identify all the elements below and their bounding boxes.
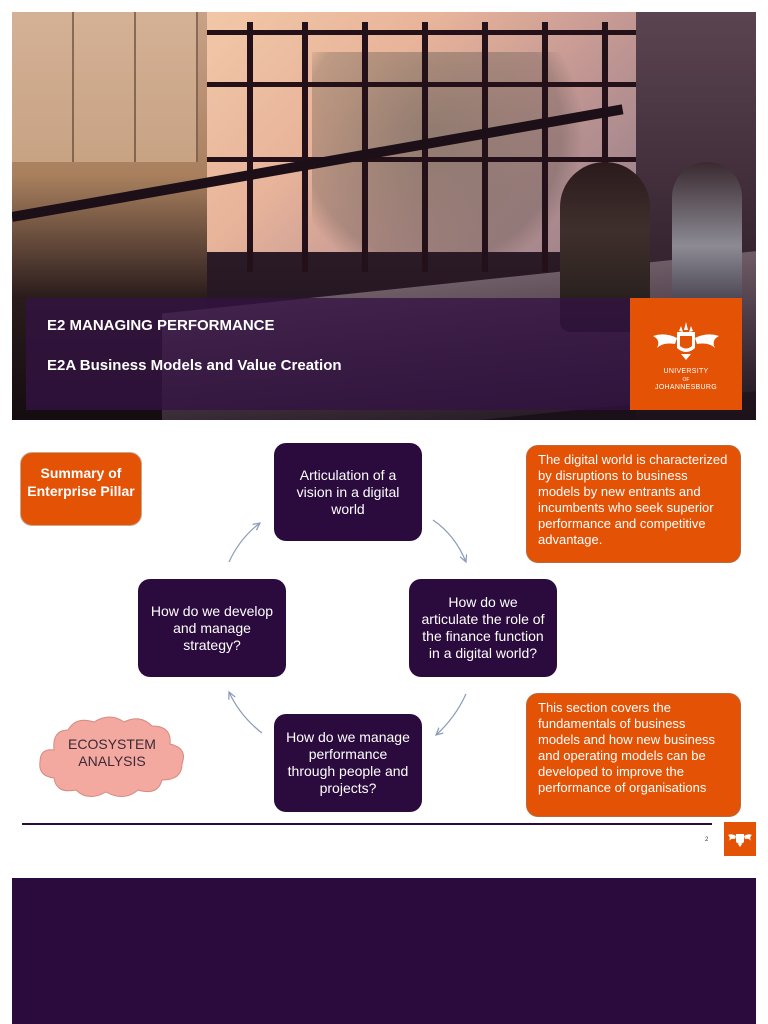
window-frame-bar	[602, 22, 608, 272]
cycle-node-finance-function: How do we articulate the role of the fin…	[409, 579, 557, 677]
wall-panel	[136, 12, 198, 162]
logo-line-of: OF	[682, 377, 690, 383]
window-frame-bar	[362, 22, 368, 272]
title-overlay	[26, 298, 630, 410]
page-number: 2	[705, 837, 709, 843]
module-title: E2 MANAGING PERFORMANCE	[47, 317, 275, 334]
arrow-bottom-to-left	[229, 692, 263, 734]
arrow-left-to-top	[228, 523, 260, 563]
wall-panel	[12, 12, 74, 162]
cycle-node-strategy: How do we develop and manage strategy?	[138, 579, 286, 677]
logo-line-johannesburg: JOHANNESBURG	[655, 384, 717, 391]
wall-panel	[74, 12, 136, 162]
emblem-icon	[728, 834, 752, 847]
ecosystem-cloud-shape	[39, 716, 184, 797]
emblem-icon	[653, 322, 719, 360]
arrow-right-to-bottom	[436, 693, 467, 735]
digital-world-note: The digital world is characterized by di…	[526, 445, 741, 563]
window-frame-bar	[542, 22, 548, 272]
window-frame-bar	[192, 157, 672, 162]
cycle-node-performance: How do we manage performance through peo…	[274, 714, 422, 812]
window-frame-bar	[482, 22, 488, 272]
footer-band	[12, 878, 756, 1024]
cycle-node-vision: Articulation of a vision in a digital wo…	[274, 443, 422, 541]
university-logo: UNIVERSITY OF JOHANNESBURG	[630, 298, 742, 410]
footer-logo	[724, 822, 756, 856]
window-frame-bar	[302, 22, 308, 272]
window-frame-bar	[192, 82, 672, 87]
student-figure	[672, 162, 742, 302]
window-frame-bar	[247, 22, 253, 272]
module-subtitle: E2A Business Models and Value Creation	[47, 357, 342, 374]
hero-banner: E2 MANAGING PERFORMANCE E2A Business Mod…	[12, 12, 756, 420]
section-scope-note: This section covers the fundamentals of …	[526, 693, 741, 817]
arrow-top-to-right	[432, 519, 466, 562]
logo-line-university: UNIVERSITY	[663, 368, 709, 375]
window-frame-bar	[192, 30, 672, 35]
footer-rule	[22, 823, 712, 825]
summary-pillar-box: Summary of Enterprise Pillar	[20, 452, 142, 526]
ecosystem-analysis-label: ECOSYSTEM ANALYSIS	[68, 736, 156, 769]
